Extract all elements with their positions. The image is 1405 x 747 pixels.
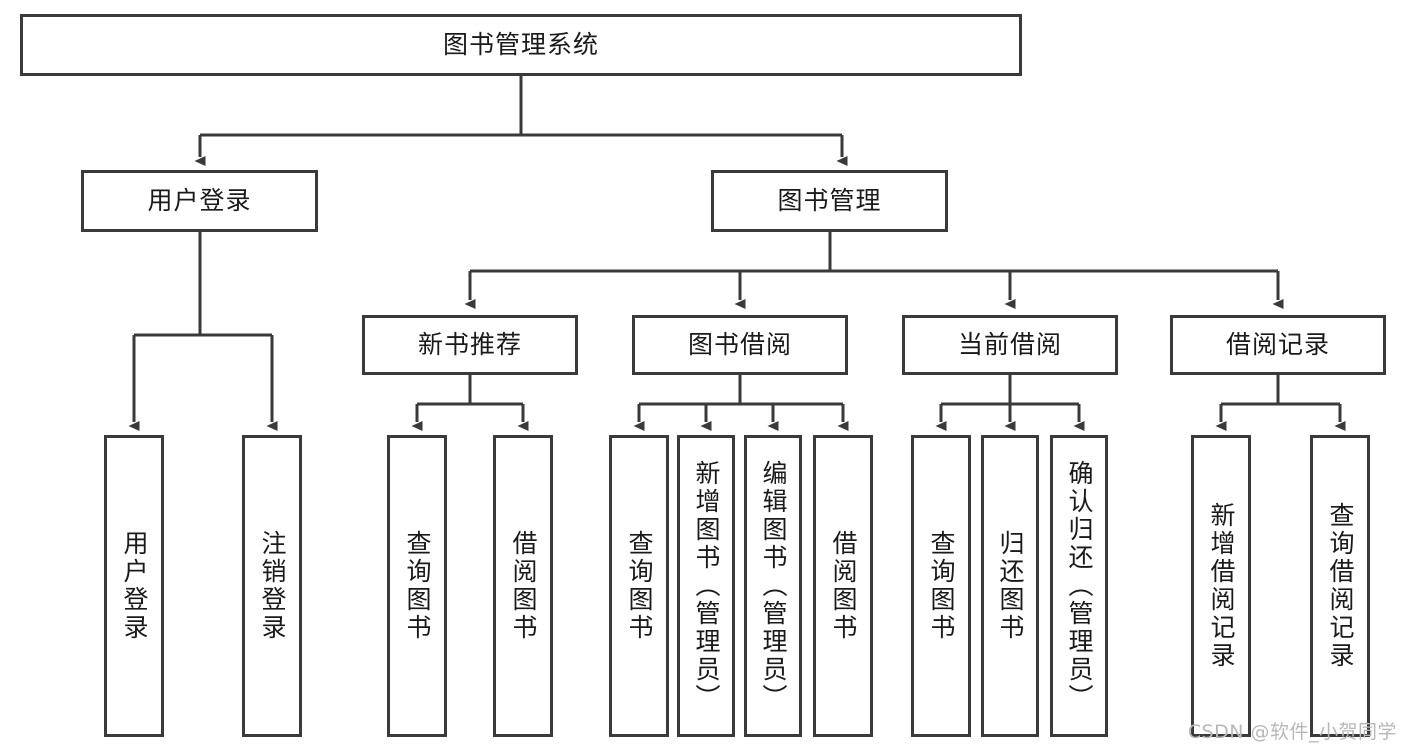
leaf-current-confirm-return-admin[interactable]: 确认归还（管理员） [1050, 435, 1108, 737]
leaf-newbook-query-books[interactable]: 查询图书 [387, 435, 447, 737]
node-label: 图书管理系统 [442, 30, 599, 60]
node-label: 图书管理 [777, 186, 882, 216]
node-label: 图书借阅 [687, 330, 792, 360]
leaf-records-query-borrow-record[interactable]: 查询借阅记录 [1310, 435, 1370, 737]
node-label: 查询图书 [927, 530, 956, 642]
leaf-user-logout[interactable]: 注销登录 [242, 435, 302, 737]
node-label: 查询图书 [625, 530, 654, 642]
leaf-newbook-borrow-books[interactable]: 借阅图书 [493, 435, 553, 737]
node-label: 用户登录 [120, 530, 149, 642]
node-book-management[interactable]: 图书管理 [711, 170, 948, 232]
csdn-watermark: CSDN @软件_小贺同学 [1187, 721, 1397, 743]
leaf-current-query-books[interactable]: 查询图书 [911, 435, 971, 737]
leaf-borrow-add-book-admin[interactable]: 新增图书（管理员） [677, 435, 735, 737]
leaf-borrow-lend-books[interactable]: 借阅图书 [813, 435, 873, 737]
leaf-current-return-books[interactable]: 归还图书 [981, 435, 1039, 737]
node-borrow-records[interactable]: 借阅记录 [1170, 315, 1386, 375]
node-label: 确认归还（管理员） [1065, 460, 1094, 712]
node-label: 借阅记录 [1225, 330, 1330, 360]
node-label: 新增借阅记录 [1207, 502, 1236, 670]
node-label: 借阅图书 [509, 530, 538, 642]
node-label: 用户登录 [147, 186, 252, 216]
node-label: 新书推荐 [417, 330, 522, 360]
node-root-book-management-system[interactable]: 图书管理系统 [20, 14, 1022, 76]
leaf-user-login[interactable]: 用户登录 [104, 435, 164, 737]
leaf-records-add-borrow-record[interactable]: 新增借阅记录 [1191, 435, 1251, 737]
node-current-borrow[interactable]: 当前借阅 [902, 315, 1118, 375]
node-label: 借阅图书 [829, 530, 858, 642]
node-label: 注销登录 [258, 530, 287, 642]
leaf-borrow-query-books[interactable]: 查询图书 [609, 435, 669, 737]
node-label: 编辑图书（管理员） [759, 460, 788, 712]
node-label: 查询图书 [403, 530, 432, 642]
node-book-borrow[interactable]: 图书借阅 [632, 315, 848, 375]
node-label: 查询借阅记录 [1326, 502, 1355, 670]
node-label: 归还图书 [996, 530, 1025, 642]
leaf-borrow-edit-book-admin[interactable]: 编辑图书（管理员） [744, 435, 802, 737]
node-user-login[interactable]: 用户登录 [81, 170, 318, 232]
node-label: 新增图书（管理员） [692, 460, 721, 712]
node-label: 当前借阅 [957, 330, 1062, 360]
node-new-book-recommend[interactable]: 新书推荐 [362, 315, 578, 375]
